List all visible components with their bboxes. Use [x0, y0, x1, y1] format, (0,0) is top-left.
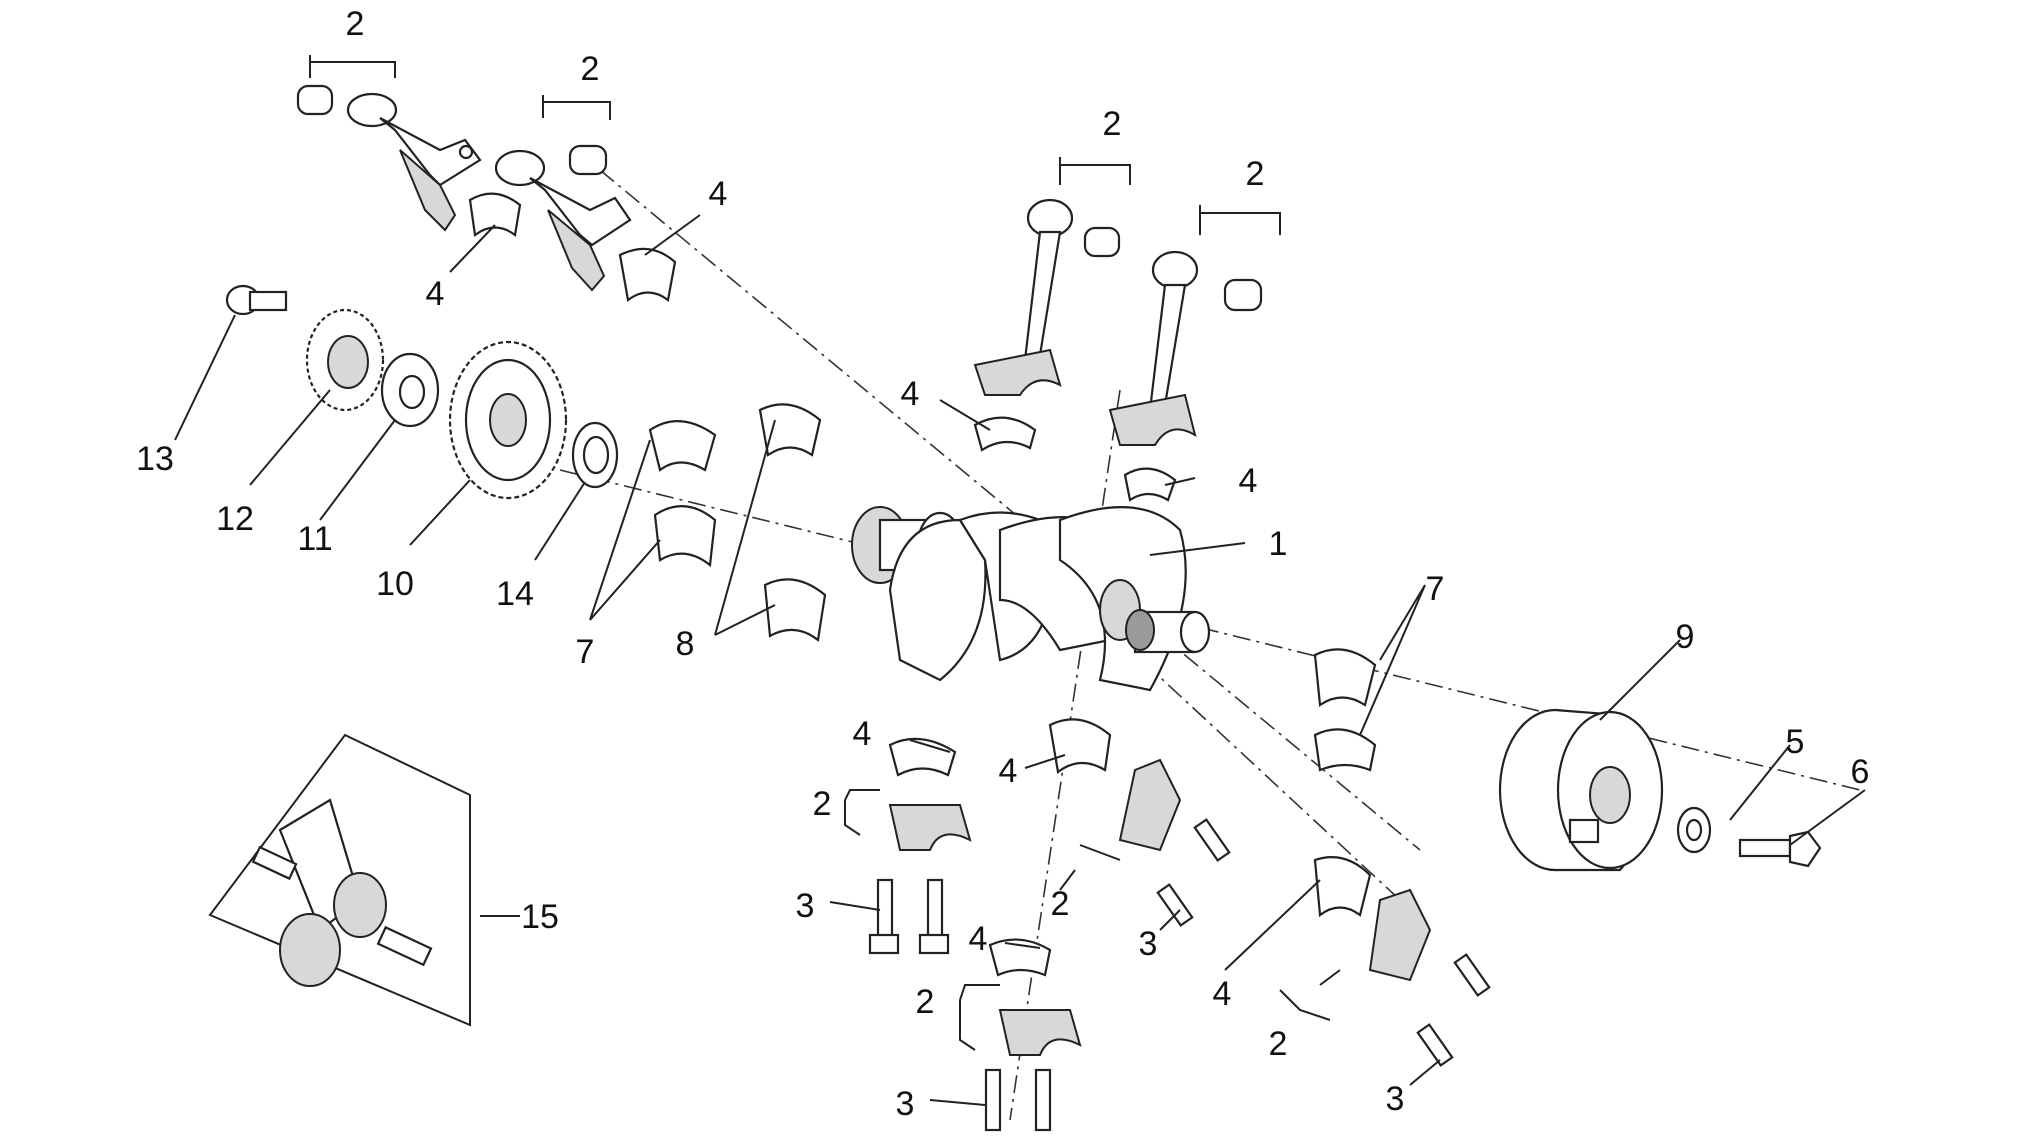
callout-2e: 2 — [813, 785, 832, 823]
callout-7a: 7 — [576, 633, 595, 671]
callout-8: 8 — [676, 625, 695, 663]
sprocket-12 — [305, 308, 385, 412]
callout-5: 5 — [1786, 723, 1805, 761]
conrod-top-left-2 — [494, 144, 632, 292]
callout-2c: 2 — [1103, 105, 1122, 143]
washer-11 — [380, 352, 440, 428]
callout-2f: 2 — [1051, 885, 1070, 923]
bearing-cap-2a — [888, 804, 972, 851]
callout-4d: 4 — [1239, 462, 1258, 500]
callout-15: 15 — [521, 898, 559, 936]
bearing-cap-2b — [1118, 758, 1182, 852]
main-bearing-7-lower — [653, 505, 717, 568]
main-bearing-7-right-upper — [1313, 648, 1377, 707]
callout-4f: 4 — [999, 752, 1018, 790]
bearing-shell-top-a — [468, 192, 522, 237]
bearing-shell-top-b — [618, 247, 677, 302]
callout-4e: 4 — [853, 715, 872, 753]
bolt-13 — [225, 284, 288, 316]
main-bearing-7-right-lower — [1313, 728, 1377, 772]
callout-2g: 2 — [916, 983, 935, 1021]
callout-7b: 7 — [1426, 570, 1445, 608]
bearing-shell-lower-4c — [988, 938, 1052, 977]
conrod-right-2 — [1108, 250, 1263, 446]
gear-10 — [448, 340, 568, 500]
main-bearing-7-upper — [648, 420, 717, 472]
main-bearing-8-upper — [758, 403, 822, 457]
callout-10: 10 — [376, 565, 414, 603]
inset-assembly-15 — [208, 733, 471, 1027]
callout-4b: 4 — [709, 175, 728, 213]
bearing-shell-lower-4b — [1048, 718, 1112, 774]
callout-2b: 2 — [581, 50, 600, 88]
bearing-shell-right-4a — [973, 416, 1037, 452]
leader-lines — [174, 55, 1866, 1106]
callout-3d: 3 — [1386, 1080, 1405, 1118]
callout-2h: 2 — [1269, 1025, 1288, 1063]
conrod-right-1 — [973, 198, 1121, 396]
callout-1: 1 — [1269, 525, 1288, 563]
callout-14: 14 — [496, 575, 534, 613]
callout-4c: 4 — [901, 375, 920, 413]
bearing-cap-2d — [1368, 888, 1432, 982]
callout-3a: 3 — [796, 887, 815, 925]
flywheel-9 — [1498, 708, 1664, 872]
centerlines — [559, 169, 1861, 1121]
callout-labels: 2 2 2 2 4 4 4 4 1 13 12 11 10 14 7 8 7 9… — [136, 5, 1869, 1123]
washer-5 — [1676, 806, 1712, 854]
callout-12: 12 — [216, 500, 254, 538]
bearing-shell-lower-4d — [1313, 856, 1372, 918]
bolt-6 — [1738, 830, 1822, 868]
callout-3b: 3 — [1139, 925, 1158, 963]
callout-2d: 2 — [1246, 155, 1265, 193]
callout-9: 9 — [1676, 618, 1695, 656]
callout-6: 6 — [1851, 753, 1870, 791]
bearing-cap-2c — [998, 1009, 1082, 1056]
cap-bolts-3 — [868, 818, 1491, 1132]
callout-2a: 2 — [346, 5, 365, 43]
callout-4h: 4 — [1213, 975, 1232, 1013]
conrod-top-left-1 — [296, 84, 482, 232]
bearing-shell-right-4b — [1123, 467, 1177, 502]
crankshaft-1 — [851, 506, 1211, 692]
callout-4a: 4 — [426, 275, 445, 313]
callout-13: 13 — [136, 440, 174, 478]
callout-3c: 3 — [896, 1085, 915, 1123]
seal-14 — [571, 421, 619, 489]
callout-4g: 4 — [969, 920, 988, 958]
callout-11: 11 — [297, 520, 332, 558]
main-bearing-8-lower — [763, 578, 827, 643]
